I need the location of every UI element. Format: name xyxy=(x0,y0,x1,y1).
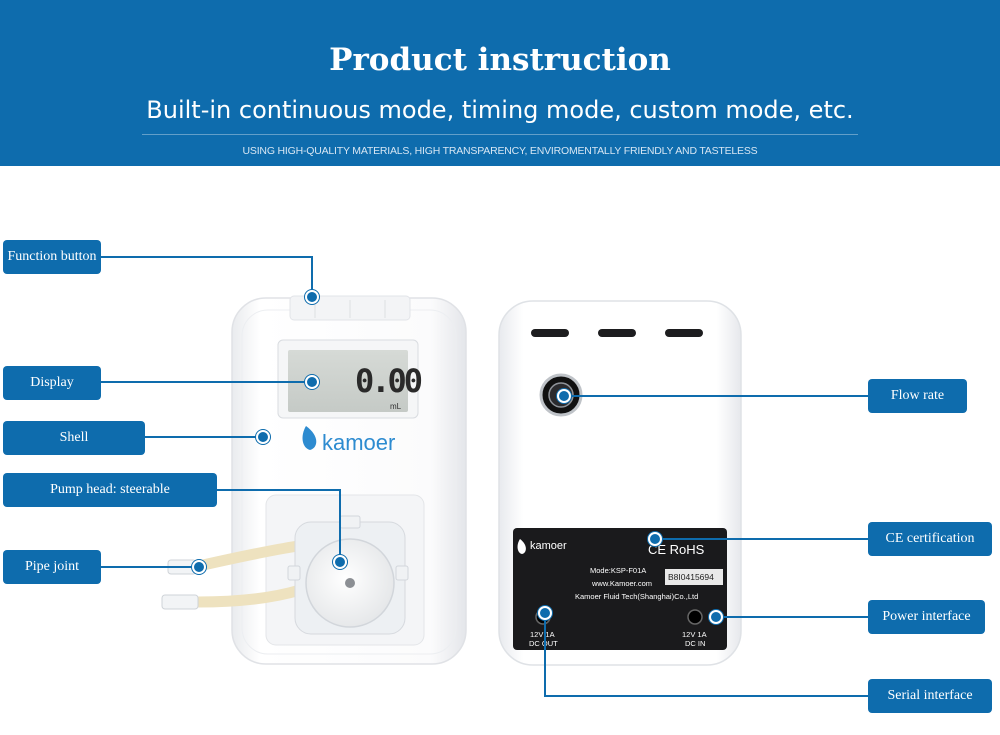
kamoer-logo-icon xyxy=(517,539,526,554)
vent-slot xyxy=(598,329,636,337)
banner-tagline: USING HIGH-QUALITY MATERIALS, HIGH TRANS… xyxy=(242,145,758,157)
front-brand-logo: kamoer xyxy=(322,430,396,455)
callout-display: Display xyxy=(3,366,101,400)
callout-function-button: Function button xyxy=(3,240,101,274)
serial-number: B8I0415694 xyxy=(668,572,714,582)
callout-ce-certification: CE certification xyxy=(868,522,992,556)
leader-display xyxy=(100,381,310,383)
leader-function-button xyxy=(311,256,313,296)
callout-flow-rate: Flow rate xyxy=(868,379,967,413)
dot-function-button xyxy=(305,290,319,304)
label-plate xyxy=(513,528,727,650)
leader-function-button xyxy=(100,256,312,258)
kamoer-logo-icon xyxy=(302,426,317,450)
leader-serial xyxy=(544,612,546,696)
dc-in-rating: 12V 1A xyxy=(682,630,707,639)
back-pump-device xyxy=(498,300,742,666)
banner-divider xyxy=(142,134,858,135)
leader-shell xyxy=(145,436,260,438)
model-number: Mode:KSP-F01A xyxy=(590,566,647,575)
callout-shell: Shell xyxy=(3,421,145,455)
company-name: Kamoer Fluid Tech(Shanghai)Co.,Ltd xyxy=(575,592,699,601)
callout-pump-head: Pump head: steerable xyxy=(3,473,217,507)
leader-flow-rate xyxy=(565,395,868,397)
dot-power xyxy=(709,610,723,624)
lcd-value: 0.00 xyxy=(355,362,423,400)
leader-pump-head xyxy=(339,489,341,561)
front-pump-device xyxy=(161,295,467,665)
dot-pipe-joint xyxy=(192,560,206,574)
vent-slot xyxy=(665,329,703,337)
lcd-unit: mL xyxy=(390,402,402,411)
dot-ce xyxy=(648,532,662,546)
vent-slot xyxy=(531,329,569,337)
dot-display xyxy=(305,375,319,389)
leader-power xyxy=(716,616,868,618)
cert-marks: CE RoHS xyxy=(648,542,705,557)
header-banner: Product instruction Built-in continuous … xyxy=(0,0,1000,166)
dc-in-port xyxy=(687,609,703,625)
serial-sticker xyxy=(665,569,723,585)
page-subtitle: Built-in continuous mode, timing mode, c… xyxy=(146,96,854,124)
callout-power-interface: Power interface xyxy=(868,600,985,634)
leader-pipe-joint xyxy=(100,566,200,568)
dot-serial xyxy=(538,606,552,620)
leader-pump-head xyxy=(217,489,340,491)
back-brand-logo: kamoer xyxy=(530,540,567,552)
pipe-joint-lower xyxy=(161,594,199,610)
leader-serial xyxy=(544,695,868,697)
dot-shell xyxy=(256,430,270,444)
page-title: Product instruction xyxy=(329,42,671,78)
dc-out-rating: 12V 1A xyxy=(530,630,555,639)
callout-serial-interface: Serial interface xyxy=(868,679,992,713)
dot-flow-rate xyxy=(557,389,571,403)
callout-pipe-joint: Pipe joint xyxy=(3,550,101,584)
dc-in-label: DC IN xyxy=(685,639,706,648)
leader-ce xyxy=(655,538,868,540)
website: www.Kamoer.com xyxy=(592,579,653,588)
dc-out-label: DC OUT xyxy=(529,639,558,648)
lcd-display xyxy=(288,350,408,412)
pump-tube-lower xyxy=(192,584,306,608)
dot-pump-head xyxy=(333,555,347,569)
